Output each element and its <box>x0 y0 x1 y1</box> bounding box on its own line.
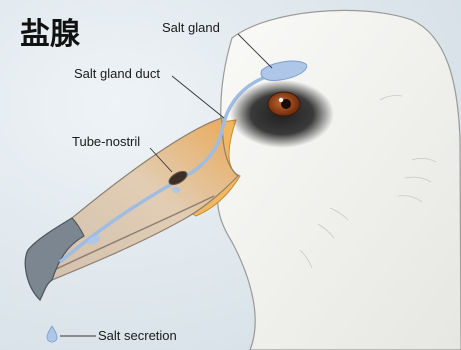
eye-highlight <box>279 98 283 102</box>
salt-droplet <box>172 187 180 193</box>
label-tube-nostril: Tube-nostril <box>72 134 140 149</box>
bird-head <box>218 10 461 350</box>
label-salt-secretion: Salt secretion <box>98 328 177 343</box>
diagram-title: 盐腺 <box>20 17 81 52</box>
label-salt-gland-duct: Salt gland duct <box>74 66 160 81</box>
label-salt-gland: Salt gland <box>162 20 220 35</box>
